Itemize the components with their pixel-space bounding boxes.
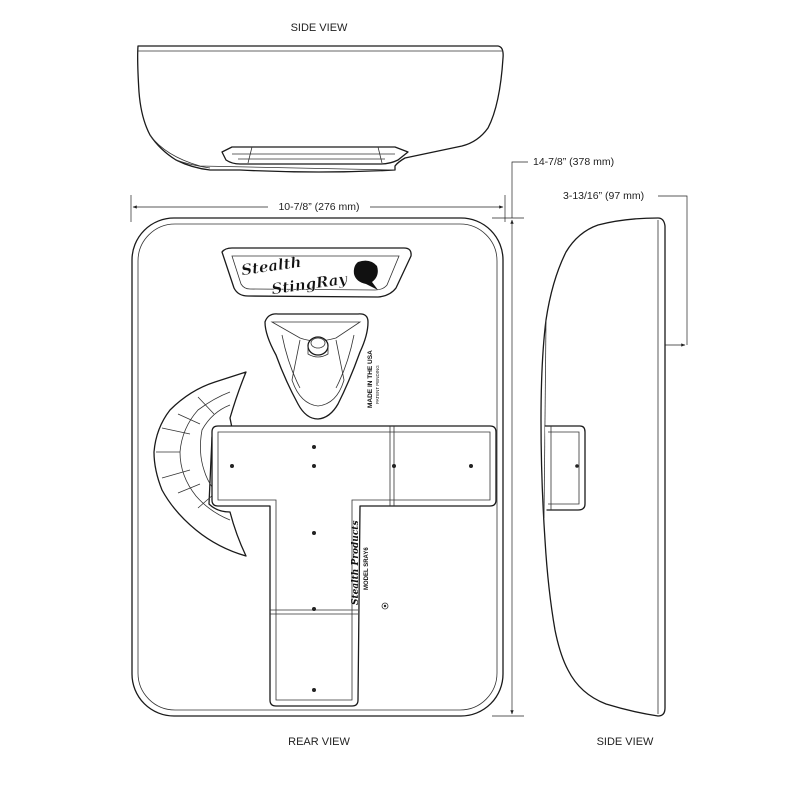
made-in-usa-text: MADE IN THE USA xyxy=(367,350,374,408)
top-side-view: SIDE VIEW xyxy=(137,22,504,173)
right-side-view xyxy=(540,217,666,717)
top-side-view-label: SIDE VIEW xyxy=(291,22,348,34)
width-dimension: 10-7/8” (276 mm) xyxy=(130,195,506,222)
stingray-emblem-icon xyxy=(353,260,378,290)
top-side-view-shell xyxy=(137,45,504,173)
depth-dimension-label: 3-13/16” (97 mm) xyxy=(563,190,644,202)
patent-pending-text: PATENT PENDING xyxy=(375,365,380,404)
rear-view-label: REAR VIEW xyxy=(288,736,350,748)
logo-plate: Stealth StingRay xyxy=(221,247,412,298)
top-side-view-handle xyxy=(221,146,409,165)
hook-bracket xyxy=(264,313,369,420)
t-mounting-plate xyxy=(211,425,497,707)
height-dimension: 14-7/8” (378 mm) xyxy=(492,156,614,717)
width-dimension-label: 10-7/8” (276 mm) xyxy=(278,201,359,213)
height-dimension-label: 14-7/8” (378 mm) xyxy=(533,156,614,168)
rear-view: Stealth StingRay MADE IN THE USA PATENT … xyxy=(131,217,504,717)
right-side-view-mount xyxy=(544,425,586,511)
right-side-view-label: SIDE VIEW xyxy=(597,736,654,748)
right-side-view-shell xyxy=(540,217,666,717)
brand-text: Stealth Products xyxy=(351,520,361,605)
model-text: MODEL SRAY6 xyxy=(364,547,370,590)
